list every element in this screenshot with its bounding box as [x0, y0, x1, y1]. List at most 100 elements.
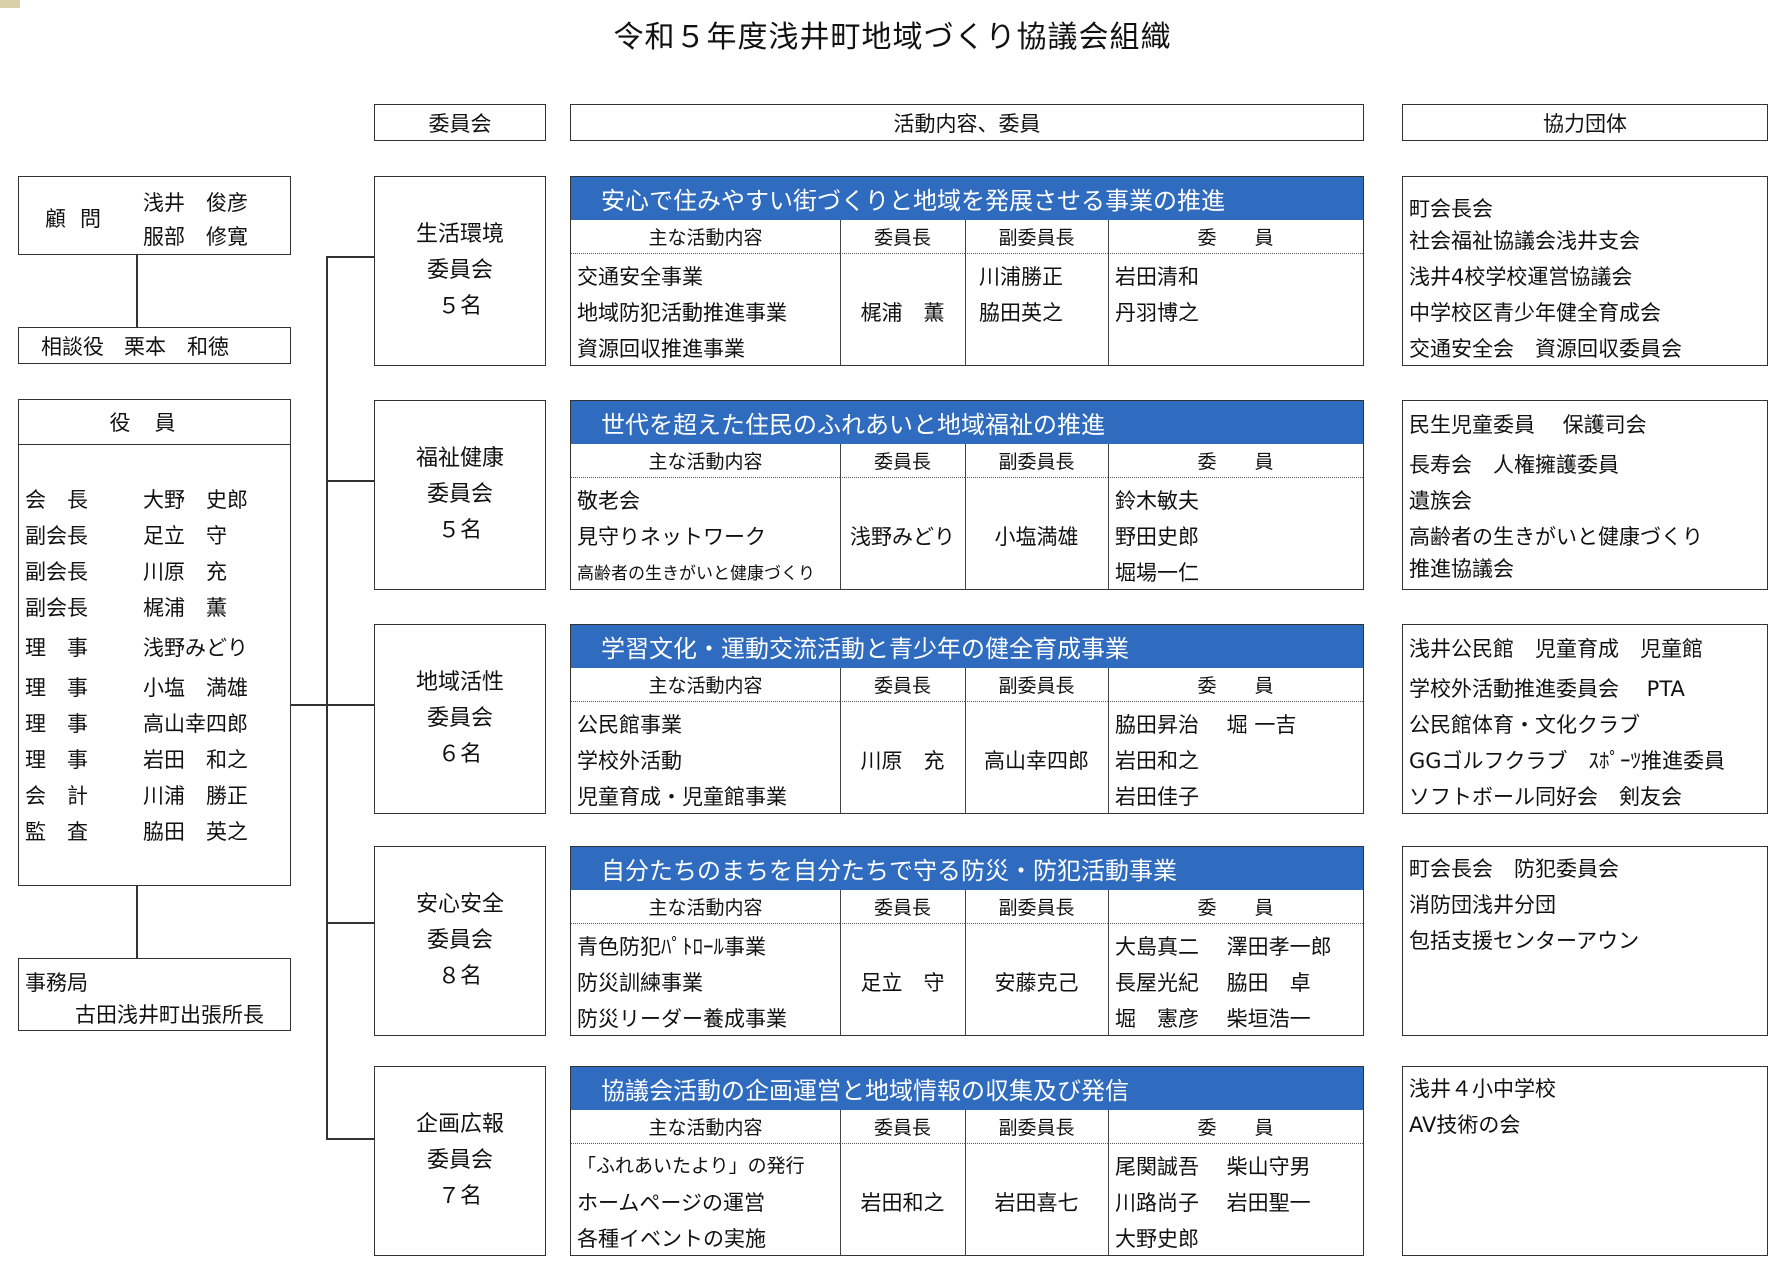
header-committee: 委員会 [374, 104, 546, 141]
officer-row: 会 計川浦 勝正 [25, 780, 285, 810]
col-chair-label: 委員長 [840, 668, 965, 702]
col-chair-label: 委員長 [840, 220, 965, 254]
partners-box: 町会長会 社会福祉協議会浅井支会 浅井4校学校運営協議会 中学校区青少年健全育成… [1402, 176, 1768, 366]
officer-name: 小塩 満雄 [143, 676, 248, 700]
committee-name: 企画広報 [415, 1112, 504, 1137]
officer-name: 足立 守 [143, 524, 227, 548]
advisors-role: 顧問 [45, 207, 115, 231]
officer-row: 会 長大野 史郎 [25, 484, 285, 514]
officer-row: 副会長足立 守 [25, 520, 285, 550]
consultant-name: 栗本 和徳 [124, 334, 229, 359]
advisor-name: 服部 修寛 [143, 225, 248, 249]
partners-box: 町会長会 防犯委員会 消防団浅井分団 包括支援センターアウン [1402, 846, 1768, 1036]
activity-item: 見守りネットワーク [577, 525, 766, 549]
col-vice-label: 副委員長 [965, 444, 1108, 478]
member-name: 岩田佳子 [1115, 785, 1199, 809]
partners-box: 浅井４小中学校 AV技術の会 [1402, 1066, 1768, 1256]
activity-box: 学習文化・運動交流活動と青少年の健全育成事業 主な活動内容 委員長 副委員長 委… [570, 624, 1364, 814]
committee-sub: 委員会 [426, 928, 493, 953]
connector-branch-4 [326, 922, 374, 924]
committee-box: 生活環境 委員会 ５名 [374, 176, 546, 366]
committee-name: 生活環境 [415, 222, 504, 247]
col-activity-label: 主な活動内容 [571, 1110, 840, 1144]
activity-banner: 世代を超えた住民のふれあいと地域福祉の推進 [571, 401, 1363, 444]
activity-banner: 協議会活動の企画運営と地域情報の収集及び発信 [571, 1067, 1363, 1110]
connector-officers-office [136, 886, 138, 958]
committee-sub: 委員会 [426, 1148, 493, 1173]
col-chair-label: 委員長 [840, 890, 965, 924]
chair-name: 岩田和之 [860, 1191, 945, 1215]
officer-name: 梶浦 薫 [143, 596, 227, 620]
column-divider [1108, 444, 1109, 589]
col-chair-label: 委員長 [840, 1110, 965, 1144]
chair-name: 川原 充 [860, 749, 945, 773]
partner-item: 社会福祉協議会浅井支会 [1409, 229, 1640, 253]
col-chair-label: 委員長 [840, 444, 965, 478]
partner-item: 浅井4校学校運営協議会 [1409, 265, 1633, 289]
officer-name: 川浦 勝正 [143, 784, 248, 808]
activity-banner: 安心で住みやすい街づくりと地域を発展させる事業の推進 [571, 177, 1363, 220]
member-name: 丹羽博之 [1115, 301, 1199, 325]
partner-item: 公民館体育・文化クラブ [1409, 713, 1640, 737]
vice-name: 安藤克己 [994, 971, 1079, 995]
activity-item: 高齢者の生きがいと健康づくり [577, 564, 815, 584]
col-members-label: 委 員 [1108, 890, 1363, 924]
vice-name: 川浦勝正 [979, 265, 1063, 289]
advisors-box: 顧問 浅井 俊彦 服部 修寛 [18, 176, 291, 255]
member-name: 大野史郎 [1115, 1227, 1199, 1251]
vice-name: 小塩満雄 [994, 525, 1079, 549]
committee-name: 福祉健康 [415, 446, 504, 471]
partner-item: AV技術の会 [1409, 1113, 1521, 1137]
col-vice-label: 副委員長 [965, 890, 1108, 924]
connector-officers-trunk [291, 704, 327, 706]
officer-name: 浅野みどり [143, 636, 248, 660]
activity-item: 「ふれあいたより」の発行 [577, 1155, 805, 1177]
vice-name: 脇田英之 [979, 301, 1063, 325]
committee-box: 企画広報 委員会 ７名 [374, 1066, 546, 1256]
officer-role: 副会長 [25, 596, 88, 620]
activity-banner: 自分たちのまちを自分たちで守る防災・防犯活動事業 [571, 847, 1363, 890]
col-activity-label: 主な活動内容 [571, 890, 840, 924]
activity-item: 敬老会 [577, 489, 640, 513]
column-divider [840, 1110, 841, 1255]
partner-item: 民生児童委員 保護司会 [1409, 413, 1647, 437]
column-divider [1108, 668, 1109, 813]
consultant-role: 相談役 [41, 334, 104, 359]
activity-item: 資源回収推進事業 [577, 337, 745, 361]
col-vice-label: 副委員長 [965, 668, 1108, 702]
member-name: 岩田和之 [1115, 749, 1199, 773]
column-divider [840, 890, 841, 1035]
officers-heading: 役員 [19, 400, 290, 445]
connector-advisor-consultant [136, 255, 138, 327]
partner-item: 高齢者の生きがいと健康づくり [1409, 525, 1703, 549]
partner-item: 学校外活動推進委員会 PTA [1409, 677, 1685, 701]
partners-box: 浅井公民館 児童育成 児童館 学校外活動推進委員会 PTA 公民館体育・文化クラ… [1402, 624, 1768, 814]
partner-item: 中学校区青少年健全育成会 [1409, 301, 1661, 325]
chair-name: 浅野みどり [850, 525, 955, 549]
member-name: 脇田昇治 堀 一吉 [1115, 713, 1297, 737]
column-divider [1108, 220, 1109, 365]
officer-row: 理 事 小塩 満雄 [25, 672, 285, 702]
activity-item: 交通安全事業 [577, 265, 703, 289]
col-members-label: 委 員 [1108, 444, 1363, 478]
connector-branch-5 [326, 1138, 374, 1140]
committee-name: 地域活性 [415, 670, 504, 695]
column-divider [840, 668, 841, 813]
officer-role: 監 査 [25, 820, 88, 844]
partner-item: 浅井４小中学校 [1409, 1077, 1556, 1101]
committee-count: ７名 [437, 1184, 482, 1209]
officer-role: 理 事 [25, 676, 88, 700]
partner-item: 推進協議会 [1409, 557, 1514, 581]
officers-box: 役員 会 長大野 史郎 副会長足立 守 副会長川原 充 副会長梶浦 薫 理 事浅… [18, 399, 291, 886]
col-vice-label: 副委員長 [965, 220, 1108, 254]
committee-count: ８名 [437, 964, 482, 989]
column-divider [965, 1110, 966, 1255]
office-name: 古田浅井町出張所長 [75, 1003, 264, 1027]
activity-item: 各種イベントの実施 [577, 1227, 766, 1251]
partner-item: 包括支援センターアウン [1409, 929, 1640, 953]
activity-box: 安心で住みやすい街づくりと地域を発展させる事業の推進 主な活動内容 委員長 副委… [570, 176, 1364, 366]
office-label: 事務局 [25, 971, 88, 995]
officer-row: 理 事高山幸四郎 [25, 708, 285, 738]
column-divider [1108, 890, 1109, 1035]
partner-item: 浅井公民館 児童育成 児童館 [1409, 637, 1703, 661]
